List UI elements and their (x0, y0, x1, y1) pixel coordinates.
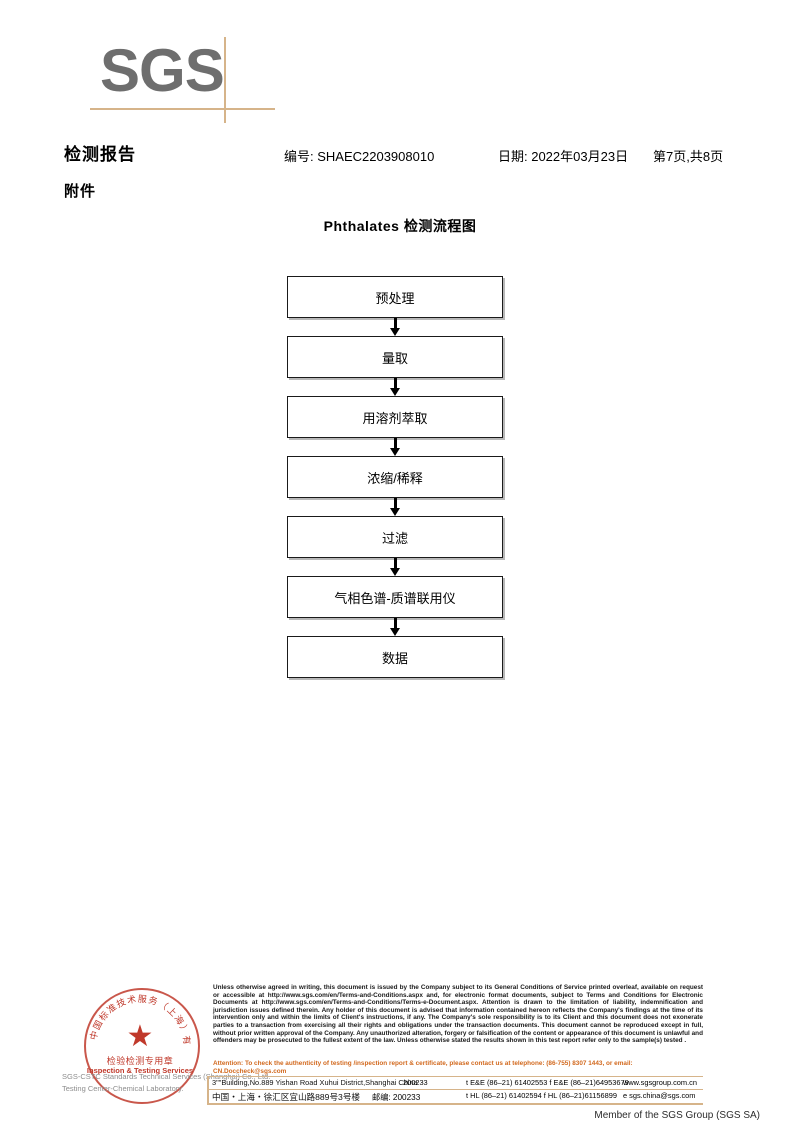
flow-step-1: 预处理 (287, 276, 503, 318)
flow-arrow-6 (287, 618, 503, 636)
flow-arrow-5 (287, 558, 503, 576)
flow-step-5: 过滤 (287, 516, 503, 558)
footer-rule-bottom (207, 1103, 703, 1105)
telephone-line-2: t HL (86–21) 61402594 f HL (86–21)611568… (466, 1091, 617, 1100)
page-title: 检测报告 (64, 145, 136, 164)
flow-box-solvent-extraction: 用溶剂萃取 (287, 396, 503, 438)
website: www.sgsgroup.com.cn (623, 1078, 697, 1087)
footer-vertical-rule (207, 1076, 209, 1105)
report-date: 日期: 2022年03月23日 (498, 149, 629, 164)
flow-arrow-4 (287, 498, 503, 516)
footer-rule-top (207, 1076, 703, 1077)
attachment-label: 附件 (64, 183, 97, 200)
sgs-logo: SGS (90, 37, 275, 123)
company-stamp: 中国标准技术服务（上海）有限公司 ★ 检验检测专用章 Inspection & … (84, 988, 200, 1104)
flow-step-4: 浓缩/稀释 (287, 456, 503, 498)
flow-step-2: 量取 (287, 336, 503, 378)
postal-code-chinese: 邮编: 200233 (372, 1093, 421, 1102)
address-english: 3""Building,No.889 Yishan Road Xuhui Dis… (212, 1078, 418, 1087)
stamp-center-en: Inspection & Testing Services (86, 1066, 194, 1075)
flow-arrow-1 (287, 318, 503, 336)
report-number: 编号: SHAEC2203908010 (284, 149, 435, 164)
flowchart-title: Phthalates 检测流程图 (323, 218, 477, 234)
flow-box-pretreatment: 预处理 (287, 276, 503, 318)
stamp-lab-line: Testing Center-Chemical Laboratory. (62, 1084, 184, 1093)
telephone-line-1: t E&E (86–21) 61402553 f E&E (86–21)6495… (466, 1078, 629, 1087)
attention-notice: Attention: To check the authenticity of … (213, 1060, 633, 1075)
star-icon: ★ (126, 1020, 154, 1053)
stamp-arc-text: 中国标准技术服务（上海）有限公司 (84, 988, 192, 1047)
flow-arrow-2 (287, 378, 503, 396)
address-chinese: 中国・上海・徐汇区宜山路889号3号楼 (212, 1092, 361, 1102)
flow-step-3: 用溶剂萃取 (287, 396, 503, 438)
logo-horizontal-rule (90, 108, 275, 110)
postal-code-english: 200233 (403, 1078, 428, 1087)
logo-vertical-rule (224, 37, 226, 123)
stamp-center-cn: 检验检测专用章 (106, 1056, 174, 1066)
email-address: e sgs.china@sgs.com (623, 1091, 696, 1100)
flowchart: 预处理 量取 用溶剂萃取 浓缩/稀释 过滤 气相色谱-质谱联 (287, 276, 503, 678)
legal-text: Unless otherwise agreed in writing, this… (213, 984, 703, 1045)
flow-box-concentration-dilution: 浓缩/稀释 (287, 456, 503, 498)
footer-rule-middle (207, 1089, 703, 1090)
flow-step-6: 气相色谱-质谱联用仪 (287, 576, 503, 618)
logo-text: SGS (100, 37, 225, 104)
flow-box-measure: 量取 (287, 336, 503, 378)
stamp-company-line: SGS-CSTC Standards Technical Services (S… (62, 1072, 271, 1081)
stamp-ring (84, 988, 200, 1104)
page-indicator: 第7页,共8页 (653, 149, 724, 164)
member-note: Member of the SGS Group (SGS SA) (594, 1110, 760, 1121)
flow-box-data: 数据 (287, 636, 503, 678)
flow-step-7: 数据 (287, 636, 503, 678)
flow-box-filtration: 过滤 (287, 516, 503, 558)
flow-arrow-3 (287, 438, 503, 456)
flow-box-gcms: 气相色谱-质谱联用仪 (287, 576, 503, 618)
